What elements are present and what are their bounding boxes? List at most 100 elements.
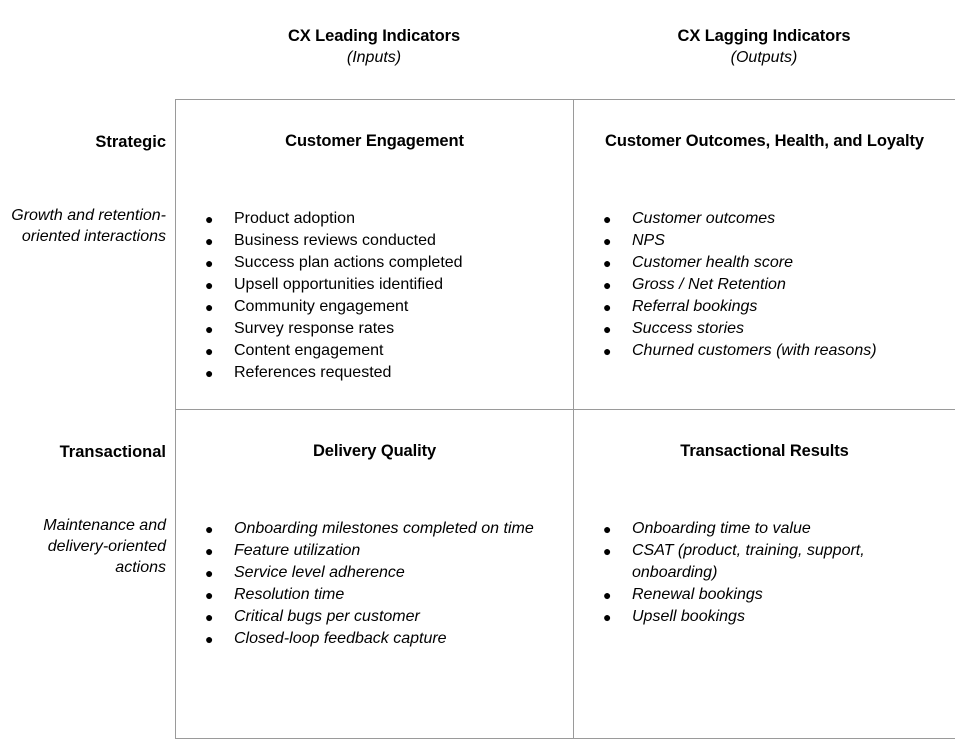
bullet-dot-icon: ●	[603, 521, 612, 537]
bullet-dot-icon: ●	[205, 609, 214, 625]
bullet-dot-icon: ●	[205, 321, 214, 337]
quadrant-customer-outcomes-list: ● Customer outcomes ● NPS ● Customer health s…	[574, 208, 955, 362]
bullet-dot-icon: ●	[603, 609, 612, 625]
column-header-lagging-subtitle: (Outputs)	[730, 49, 798, 66]
bullet-item: ● Churned customers (with reasons)	[574, 340, 955, 362]
bullet-dot-icon: ●	[205, 343, 214, 359]
bullet-item-label: Renewal bookings	[632, 586, 763, 603]
row-label-strategic: Strategic Growth and retention-oriented …	[0, 99, 175, 409]
bullet-item: ● CSAT (product, training, support, onboa…	[574, 540, 955, 584]
quadrant-transactional-results: Transactional Results ● Onboarding time t…	[573, 409, 955, 739]
bullet-item-label: Community engagement	[234, 298, 409, 315]
bullet-dot-icon: ●	[205, 521, 214, 537]
quadrant-delivery-quality: Delivery Quality ● Onboarding milestones …	[175, 409, 573, 739]
column-header-leading-subtitle: (Inputs)	[346, 49, 402, 66]
row-label-strategic-title: Strategic	[95, 133, 166, 151]
bullet-item-label: Survey response rates	[234, 320, 395, 337]
bullet-item: ● Critical bugs per customer	[176, 606, 573, 628]
bullet-item-label: Customer health score	[632, 254, 793, 271]
bullet-item: ● Onboarding milestones completed on time	[176, 518, 573, 540]
bullet-dot-icon: ●	[205, 233, 214, 249]
matrix-row-strategic: Strategic Growth and retention-oriented …	[0, 99, 955, 409]
bullet-item-label: CSAT (product, training, support, onboar…	[632, 542, 865, 581]
quadrant-customer-engagement: Customer Engagement ● Product adoption ● Bu…	[175, 99, 573, 409]
bullet-item-label: Churned customers (with reasons)	[632, 342, 877, 359]
bullet-dot-icon: ●	[205, 255, 214, 271]
bullet-item-label: Onboarding time to value	[632, 520, 811, 537]
bullet-item: ● Customer outcomes	[574, 208, 955, 230]
bullet-dot-icon: ●	[205, 299, 214, 315]
bullet-dot-icon: ●	[205, 631, 214, 647]
bullet-item: ● Onboarding time to value	[574, 518, 955, 540]
bullet-item-label: Product adoption	[234, 210, 355, 227]
bullet-item-label: Onboarding milestones completed on time	[234, 520, 534, 537]
column-header-leading: CX Leading Indicators (Inputs)	[175, 25, 573, 69]
bullet-dot-icon: ●	[205, 587, 214, 603]
bullet-item: ● Customer health score	[574, 252, 955, 274]
row-label-transactional-description: Maintenance and delivery-oriented action…	[43, 517, 166, 576]
row-label-transactional: Transactional Maintenance and delivery-o…	[0, 409, 175, 739]
bullet-item: ● Success stories	[574, 318, 955, 340]
bullet-item-label: Gross / Net Retention	[632, 276, 786, 293]
bullet-item-label: Content engagement	[234, 342, 384, 359]
bullet-dot-icon: ●	[205, 277, 214, 293]
row-label-strategic-description: Growth and retention-oriented interactio…	[11, 207, 166, 245]
bullet-item: ●Closed-loop feedback capture	[176, 628, 573, 650]
bullet-item: ● Resolution time	[176, 584, 573, 606]
matrix-grid: Strategic Growth and retention-oriented …	[0, 99, 955, 739]
bullet-item: ● Referral bookings	[574, 296, 955, 318]
bullet-item: ● Service level adherence	[176, 562, 573, 584]
bullet-dot-icon: ●	[603, 277, 612, 293]
bullet-item: ● Feature utilization	[176, 540, 573, 562]
bullet-item-label: Service level adherence	[234, 564, 405, 581]
row-label-transactional-title: Transactional	[59, 443, 166, 461]
bullet-item: ● Gross / Net Retention	[574, 274, 955, 296]
bullet-item: ● Product adoption	[176, 208, 573, 230]
bullet-item-label: NPS	[632, 232, 665, 249]
quadrant-customer-engagement-heading: Customer Engagement	[285, 132, 464, 150]
column-header-leading-title: CX Leading Indicators	[287, 27, 461, 45]
matrix-row-transactional: Transactional Maintenance and delivery-o…	[0, 409, 955, 739]
bullet-item: ● Business reviews conducted	[176, 230, 573, 252]
bullet-item-label: Upsell bookings	[632, 608, 745, 625]
bullet-item: ● Community engagement	[176, 296, 573, 318]
bullet-item: ●References requested	[176, 362, 573, 384]
bullet-item: ● Survey response rates	[176, 318, 573, 340]
bullet-dot-icon: ●	[603, 343, 612, 359]
column-header-lagging-title: CX Lagging Indicators	[677, 27, 851, 45]
bullet-item: ● Upsell bookings	[574, 606, 955, 628]
bullet-dot-icon: ●	[205, 565, 214, 581]
bullet-item-label: Feature utilization	[234, 542, 361, 559]
bullet-item-label: Business reviews conducted	[234, 232, 436, 249]
bullet-dot-icon: ●	[205, 365, 214, 381]
bullet-item: ● Upsell opportunities identified	[176, 274, 573, 296]
quadrant-transactional-results-list: ● Onboarding time to value ● CSAT (product,…	[574, 518, 955, 628]
bullet-dot-icon: ●	[205, 543, 214, 559]
bullet-item-label: Resolution time	[234, 586, 345, 603]
bullet-item: ● Success plan actions completed	[176, 252, 573, 274]
quadrant-delivery-quality-heading: Delivery Quality	[312, 442, 437, 460]
bullet-item: ● Content engagement	[176, 340, 573, 362]
bullet-dot-icon: ●	[603, 211, 612, 227]
bullet-dot-icon: ●	[205, 211, 214, 227]
bullet-dot-icon: ●	[603, 233, 612, 249]
quadrant-customer-engagement-list: ● Product adoption ● Business reviews condu…	[176, 208, 573, 384]
bullet-dot-icon: ●	[603, 543, 612, 559]
bullet-item-label: Success stories	[632, 320, 745, 337]
quadrant-customer-outcomes: Customer Outcomes, Health, and Loyalty ●…	[573, 99, 955, 409]
quadrant-delivery-quality-list: ● Onboarding milestones completed on time…	[176, 518, 573, 650]
bullet-item-label: Critical bugs per customer	[234, 608, 420, 625]
bullet-item: ●Renewal bookings	[574, 584, 955, 606]
quadrant-transactional-results-heading: Transactional Results	[680, 442, 849, 460]
bullet-item: ● NPS	[574, 230, 955, 252]
bullet-item-label: Referral bookings	[632, 298, 758, 315]
bullet-dot-icon: ●	[603, 299, 612, 315]
bullet-item-label: Customer outcomes	[632, 210, 776, 227]
column-headers: CX Leading Indicators (Inputs) CX Laggin…	[0, 0, 955, 99]
bullet-dot-icon: ●	[603, 255, 612, 271]
bullet-dot-icon: ●	[603, 321, 612, 337]
column-header-lagging: CX Lagging Indicators (Outputs)	[573, 25, 955, 69]
bullet-item-label: Upsell opportunities identified	[234, 276, 444, 293]
bullet-item-label: Success plan actions completed	[234, 254, 463, 271]
